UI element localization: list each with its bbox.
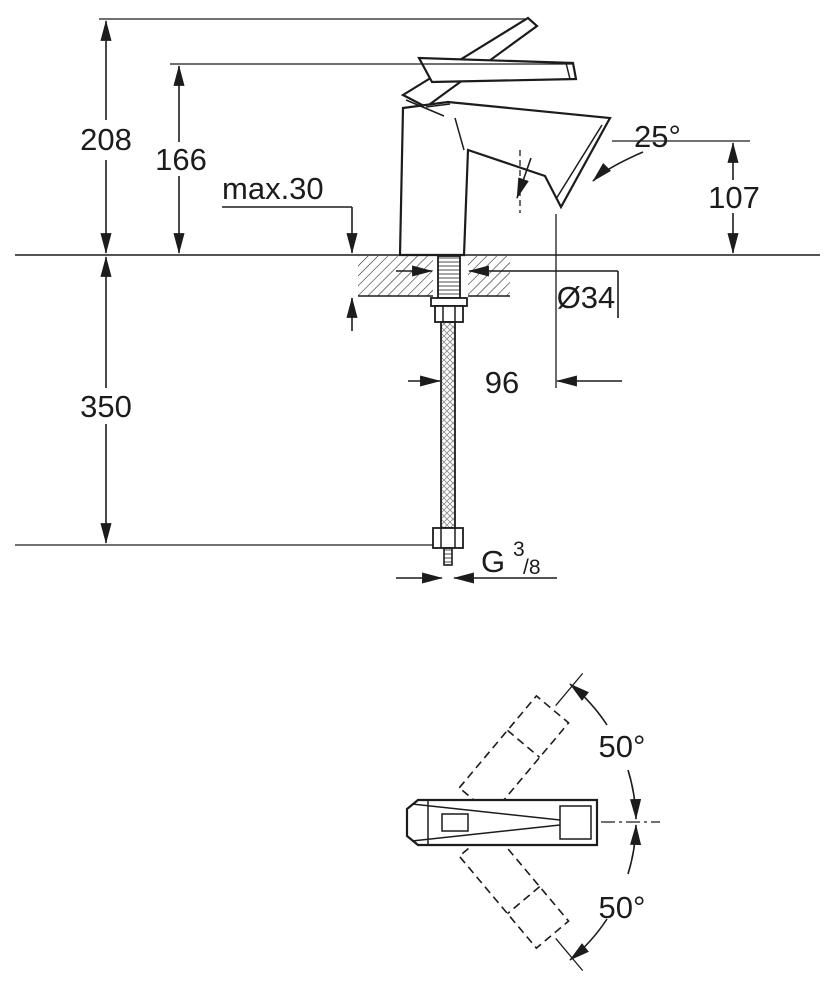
lever-knob <box>559 805 592 840</box>
thread-label-numerator: 3 <box>513 538 525 561</box>
swivel-arcs: 50° 50° <box>569 683 646 961</box>
dimension-max-thickness: max.30 <box>222 171 358 331</box>
lever-swivel-up <box>458 672 584 816</box>
dim-label-max30: max.30 <box>222 171 324 206</box>
dimension-thread: G 3 /8 <box>396 538 557 584</box>
lever-facet-top <box>411 803 561 821</box>
dim-label-50-bottom: 50° <box>599 890 646 925</box>
faucet-body <box>398 100 612 257</box>
hose-end-nut <box>432 527 464 549</box>
lever-outline <box>405 798 599 847</box>
lever-dashed-knob-down <box>506 886 541 915</box>
counter-hatch-right <box>468 256 510 296</box>
dim-label-166: 166 <box>155 142 207 177</box>
arc-top-inner <box>627 769 642 820</box>
dimension-hole-diameter: Ø34 <box>396 265 619 318</box>
spout-face-inner <box>555 124 603 200</box>
dim-label-spout-angle: 25° <box>634 119 681 154</box>
dim-label-96: 96 <box>485 365 519 400</box>
lever-facet-bottom <box>411 824 561 842</box>
spout-angle-annotation: 25° <box>516 119 681 213</box>
dimension-spout-reach: 96 <box>408 214 622 400</box>
flex-hose <box>440 321 456 529</box>
faucet-side <box>398 16 612 257</box>
joint-facet-2 <box>425 103 451 108</box>
thread-label-g: G <box>481 544 505 579</box>
mounting-shank <box>437 255 461 299</box>
lever-paddle-facet <box>565 62 571 80</box>
lever-dashed-outline-up <box>458 694 570 816</box>
joint-facet-1 <box>405 99 445 117</box>
body-right-edge <box>454 117 465 151</box>
angle-leader-arrow <box>592 151 644 182</box>
lever-swivel-down <box>458 828 584 972</box>
top-view: 50° 50° <box>405 672 660 972</box>
lever-dashed-outline-down <box>458 828 570 950</box>
counter-section <box>358 256 510 297</box>
thread-label-denominator: /8 <box>523 556 541 579</box>
swivel-ext-up <box>555 672 584 706</box>
dim-label-350: 350 <box>80 389 132 424</box>
side-view: 25° 208 166 max.30 107 <box>15 16 820 584</box>
arc-bottom-inner <box>627 824 642 875</box>
supply-hose <box>430 255 468 566</box>
arc-bottom-outer <box>569 918 608 961</box>
dimension-outlet-height: 107 <box>612 140 760 254</box>
shank-washer <box>430 297 468 307</box>
dimension-lever-height: 166 <box>155 63 574 254</box>
dim-label-107: 107 <box>708 180 760 215</box>
lever-paddle <box>417 56 578 84</box>
dim-label-208: 208 <box>80 122 132 157</box>
swivel-ext-down <box>555 938 584 972</box>
dim-label-dia34: Ø34 <box>557 280 616 315</box>
dimension-hose-length: 350 <box>15 256 433 546</box>
dim-label-50-top: 50° <box>599 729 646 764</box>
lever-top-view <box>405 798 599 847</box>
dimension-total-height: 208 <box>80 18 527 254</box>
shank-nut <box>434 305 464 323</box>
lever-cartridge <box>441 813 469 832</box>
stream-arrow <box>516 157 532 199</box>
lever-dashed-knob-up <box>506 729 541 758</box>
hose-thread-tube <box>443 547 453 566</box>
arc-top-outer <box>569 683 608 726</box>
counter-hatch-left <box>358 256 433 296</box>
